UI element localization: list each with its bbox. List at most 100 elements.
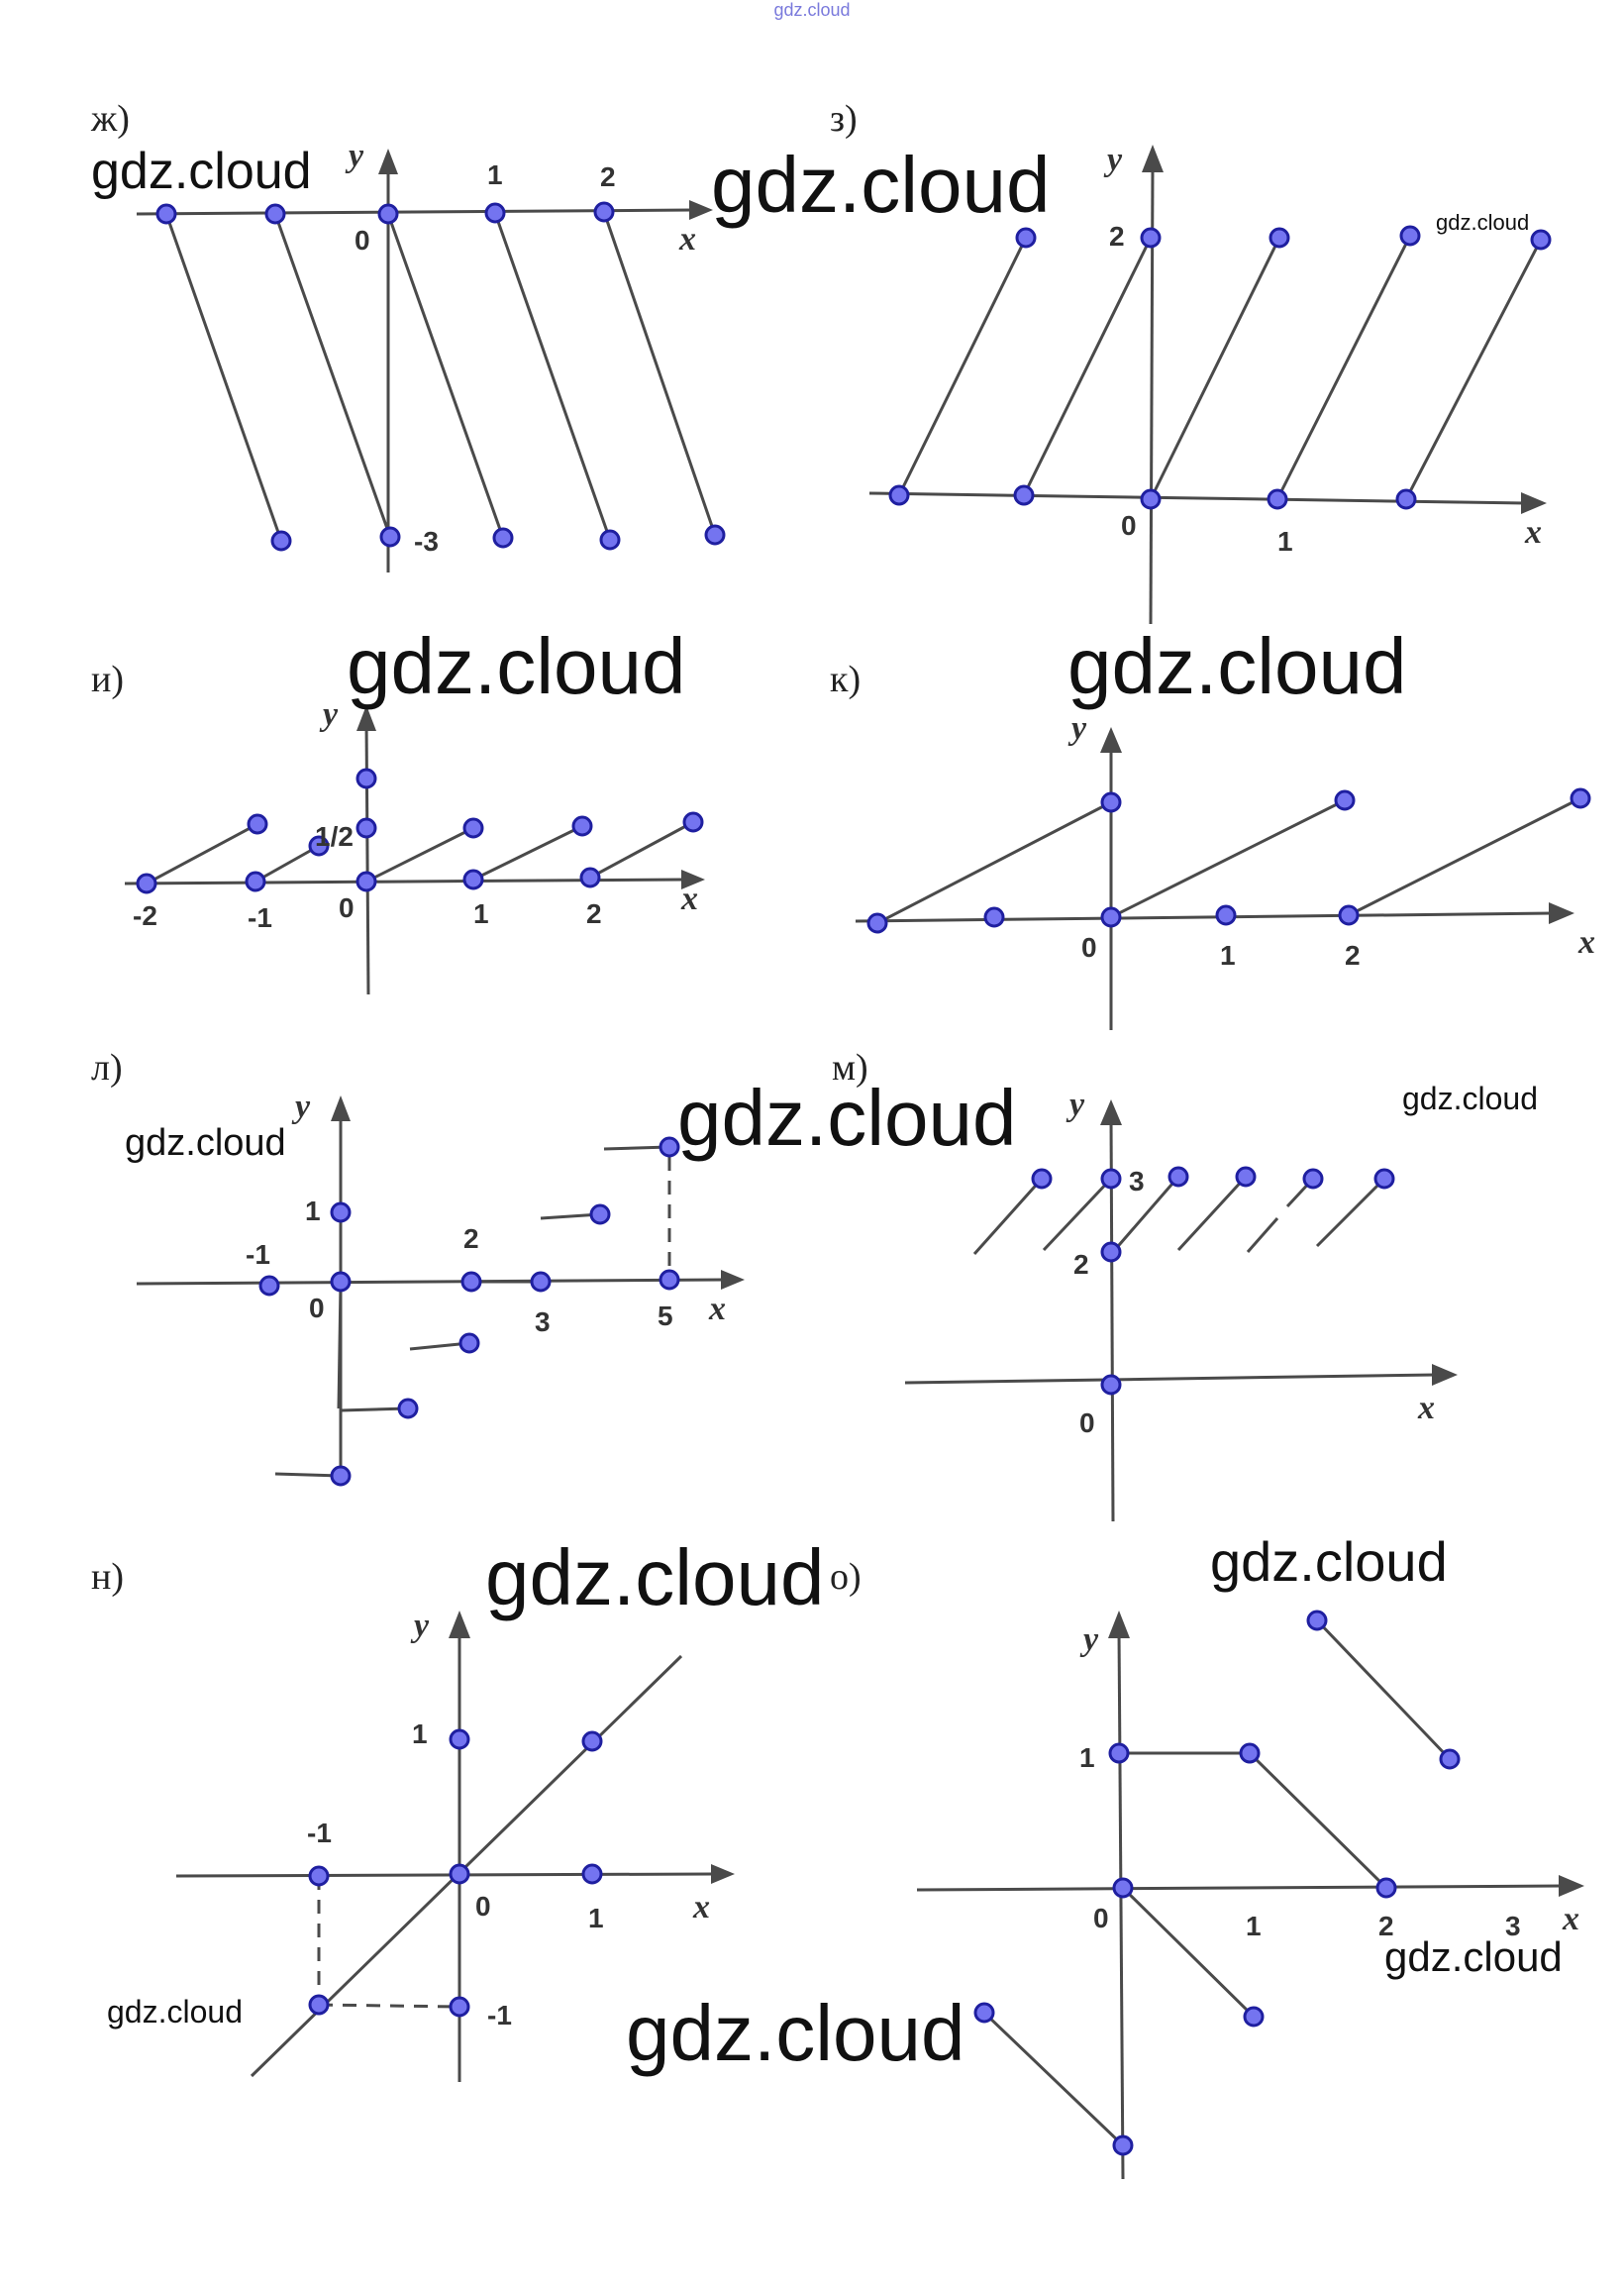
tick-label: 0	[339, 892, 355, 923]
filled-point	[330, 1271, 352, 1293]
filled-point	[377, 203, 399, 225]
x-arrow	[1521, 492, 1547, 514]
filled-point	[379, 526, 401, 548]
filled-point	[973, 2002, 995, 2024]
filled-point	[462, 869, 484, 890]
tick-label: -1	[487, 2000, 512, 2030]
filled-point	[1100, 906, 1122, 928]
filled-point	[155, 203, 177, 225]
panel-zh-points	[155, 201, 726, 552]
tick-label: -1	[248, 902, 272, 933]
tick-label: 5	[658, 1301, 673, 1331]
tick-label: 3	[1129, 1166, 1145, 1197]
filled-point	[308, 835, 330, 857]
filled-point	[458, 1332, 480, 1354]
tick-label: 1	[1220, 940, 1236, 971]
y-arrow	[356, 705, 376, 731]
filled-point	[1399, 225, 1421, 247]
panel-n: н) x y 1 -1 0 1 -1	[91, 1556, 735, 2082]
y-arrow	[378, 149, 398, 174]
panel-label-n: н)	[91, 1556, 124, 1598]
filled-point	[460, 1271, 482, 1293]
filled-point	[1239, 1742, 1261, 1764]
filled-point	[704, 524, 726, 546]
tick-label: 3	[1505, 1911, 1521, 1941]
panel-label-m: м)	[832, 1047, 868, 1089]
filled-point	[1267, 488, 1288, 510]
axis-label-y: y	[1066, 1087, 1085, 1123]
tick-label: 1	[412, 1718, 428, 1749]
filled-point	[1235, 1166, 1257, 1188]
axis-label-y: y	[319, 696, 339, 733]
watermark: gdz.cloud	[711, 141, 1050, 229]
filled-point	[593, 201, 615, 223]
panel-zh-segments	[164, 211, 717, 542]
panel-label-zh: ж)	[90, 98, 130, 140]
tick-label: 0	[309, 1293, 325, 1323]
x-arrow	[1559, 1875, 1584, 1897]
panel-m: м) x y 3 2 0	[832, 1047, 1458, 1522]
tick-label: 1	[473, 898, 489, 929]
filled-point	[449, 1996, 470, 2018]
filled-point	[308, 1994, 330, 2016]
tick-label: -1	[246, 1239, 270, 1270]
panel-m-segments	[972, 1175, 1386, 1256]
panel-z-points	[888, 225, 1552, 510]
filled-point	[866, 912, 888, 934]
panel-i-segments	[146, 820, 694, 885]
panel-label-o: о)	[830, 1556, 862, 1598]
tick-label: 1	[1277, 526, 1293, 557]
tick-label: 0	[355, 225, 370, 256]
filled-point	[258, 1275, 280, 1297]
watermark: gdz.cloud	[1402, 1081, 1538, 1116]
panel-l: л) x y	[91, 1047, 745, 1487]
panel-i-points	[136, 768, 704, 894]
x-arrow	[721, 1270, 745, 1290]
panel-z-segments	[897, 235, 1543, 500]
filled-point	[1031, 1168, 1053, 1190]
x-arrow	[1549, 902, 1574, 924]
watermark: gdz.cloud	[125, 1122, 286, 1164]
filled-point	[484, 202, 506, 224]
tick-label: 2	[586, 898, 602, 929]
filled-point	[682, 811, 704, 833]
top-watermark: gdz.cloud	[773, 0, 850, 20]
filled-point	[530, 1271, 552, 1293]
watermark: gdz.cloud	[1067, 622, 1406, 710]
filled-point	[1108, 1742, 1130, 1764]
filled-point	[1395, 488, 1417, 510]
filled-point	[1302, 1168, 1324, 1190]
filled-point	[579, 867, 601, 888]
filled-point	[1013, 484, 1035, 506]
watermark: gdz.cloud	[107, 1994, 243, 2030]
filled-point	[1269, 227, 1290, 249]
tick-label: 0	[1081, 932, 1097, 963]
panel-label-i: и)	[91, 659, 124, 700]
axis-label-y: y	[1067, 710, 1087, 747]
panel-k: к) x y 0 1 2	[830, 659, 1595, 1030]
panel-label-z: з)	[830, 98, 858, 140]
axis-label-y: y	[1079, 1621, 1099, 1658]
watermark: gdz.cloud	[1384, 1933, 1563, 1980]
tick-label: 1	[1079, 1742, 1095, 1773]
filled-point	[1334, 789, 1356, 811]
filled-point	[1215, 904, 1237, 926]
panel-label-l: л)	[91, 1047, 123, 1089]
tick-label: -2	[133, 900, 157, 931]
panel-m-points	[1031, 1166, 1395, 1396]
filled-point	[1373, 1168, 1395, 1190]
filled-point	[1015, 227, 1037, 249]
tick-label: -3	[414, 526, 439, 557]
x-arrow	[689, 200, 713, 220]
tick-label: 2	[1378, 1911, 1394, 1941]
filled-point	[599, 529, 621, 551]
filled-point	[308, 1865, 330, 1887]
watermark: gdz.cloud	[91, 143, 312, 200]
tick-label: 1	[305, 1196, 321, 1226]
filled-point	[136, 873, 157, 894]
filled-point	[983, 906, 1005, 928]
filled-point	[449, 1728, 470, 1750]
panel-i: и) x y 1/2	[91, 659, 705, 995]
filled-point	[888, 484, 910, 506]
